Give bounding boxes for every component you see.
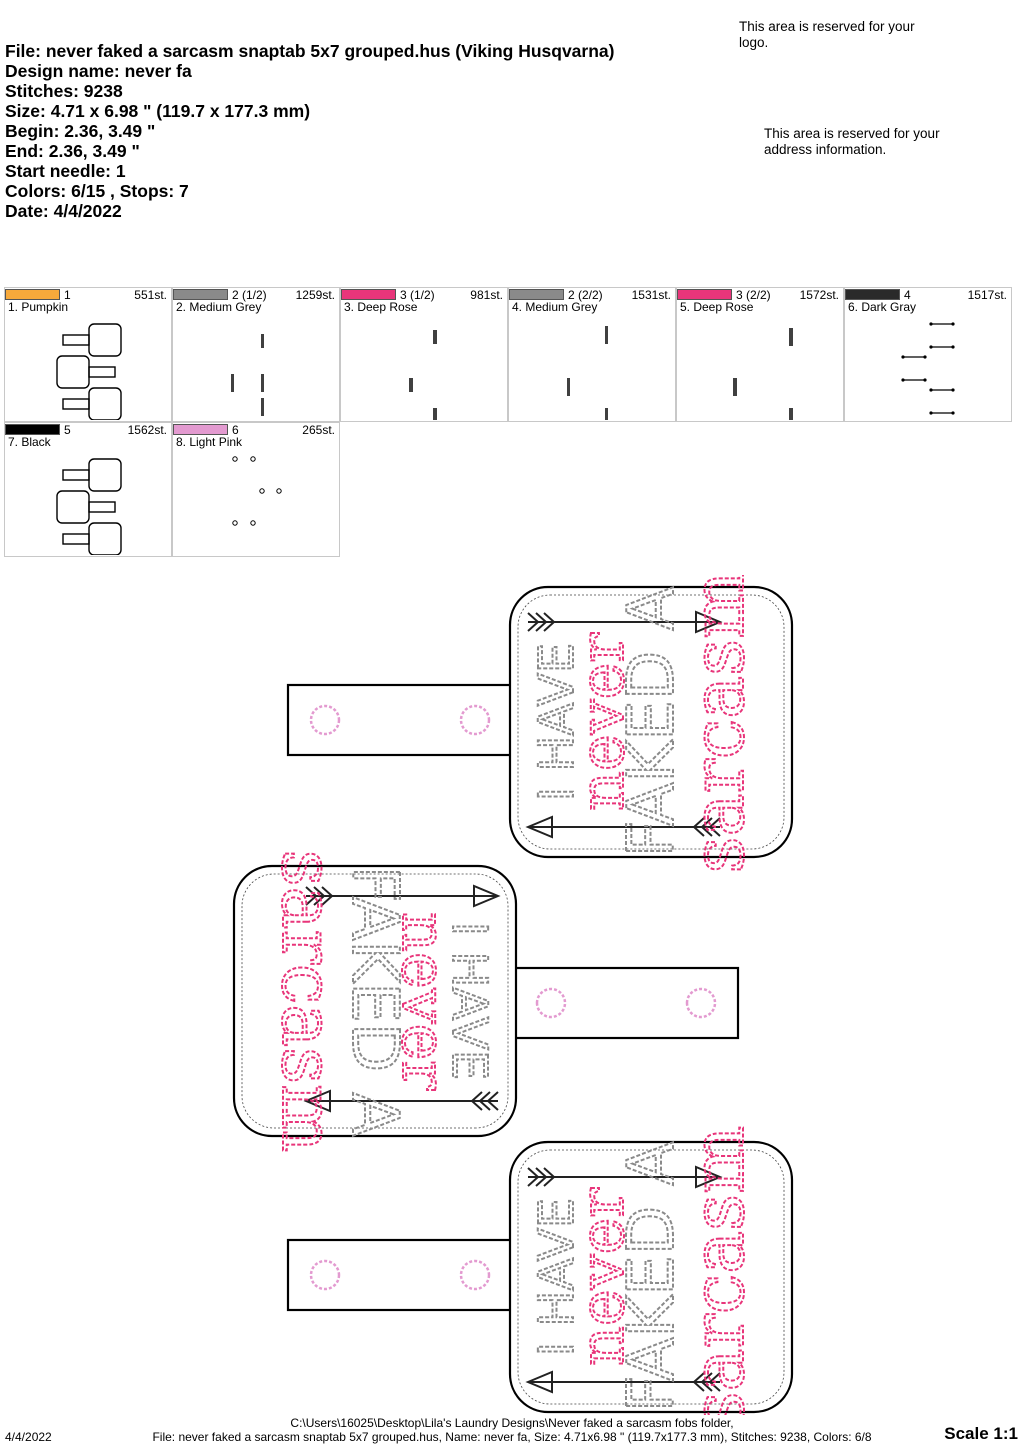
color-stop-name: 5. Deep Rose [680,300,754,314]
color-stop-stitches: 1517st. [967,288,1007,302]
color-stop-name: 3. Deep Rose [344,300,418,314]
design-text-line2: never [388,912,461,1090]
color-stop-name: 4. Medium Grey [512,300,598,314]
color-stop-stitches: 1259st. [295,288,335,302]
color-swatch [5,289,60,300]
color-stop-stitches: 265st. [302,423,335,437]
color-stop-stitches: 1572st. [799,288,839,302]
color-stop-number: 1 [64,288,71,302]
design-text-line1: I HAVE [441,922,497,1080]
snap-circle [685,987,717,1019]
snap-circle [535,987,567,1019]
stitch-count: Stitches: 9238 [5,81,123,101]
color-stop-stitches: 1562st. [127,423,167,437]
color-swatch [845,289,900,300]
address-placeholder: This area is reserved for your address i… [764,126,940,157]
color-stop-name: 8. Light Pink [176,435,243,449]
fob-body [508,1140,794,1414]
begin-point: Begin: 2.36, 3.49 " [5,121,156,141]
file-line: File: never faked a sarcasm snaptab 5x7 … [5,41,615,61]
design-name: Design name: never fa [5,61,192,81]
design-text-line4: sarcasm [676,575,760,873]
snap-circle [309,704,341,736]
snap-circle [459,1259,491,1291]
start-needle: Start needle: 1 [5,161,126,181]
fob-body [508,585,794,859]
color-stop-cell: 2 (2/2) 1531st. 4. Medium Grey [508,287,676,426]
color-stop-thumbnail [341,314,507,422]
design-size: Size: 4.71 x 6.98 " (119.7 x 177.3 mm) [5,101,311,121]
color-stop-name: 1. Pumpkin [8,300,69,314]
color-stop-thumbnail [173,314,339,420]
color-stop-number: 3 (1/2) [400,288,435,302]
footer-path: C:\Users\16025\Desktop\Lila's Laundry De… [290,1416,734,1430]
color-stop-number: 3 (2/2) [736,288,771,302]
color-swatch [5,424,60,435]
design-text-line4: sarcasm [676,1126,760,1415]
design-text-line4: sarcasm [266,850,350,1153]
color-stop-number: 2 (1/2) [232,288,267,302]
color-swatch [173,424,228,435]
design-text-line2: never [565,1188,638,1366]
design-date: Date: 4/4/2022 [5,201,122,221]
color-stop-cell: 6 265st. 8. Light Pink [172,422,340,557]
color-stop-name: 2. Medium Grey [176,300,262,314]
design-text-line1: I HAVE [529,1198,585,1356]
color-stop-cell: 5 1562st. 7. Black [4,422,172,557]
design-text-line2: never [565,633,638,811]
color-stop-cell: 3 (1/2) 981st. 3. Deep Rose [340,287,508,422]
snap-circle [309,1259,341,1291]
design-text-line3: FAKED A [615,587,689,858]
color-stop-number: 4 [904,288,911,302]
color-stop-cell: 3 (2/2) 1572st. 5. Deep Rose [676,287,844,426]
fob-body [232,864,518,1138]
color-stop-thumbnail [509,314,675,426]
design-text-line1: I HAVE [529,643,585,801]
color-stop-cell: 2 (1/2) 1259st. 2. Medium Grey [172,287,340,422]
color-stop-name: 7. Black [8,435,51,449]
color-stop-thumbnail [5,314,171,421]
colors-stops: Colors: 6/15 , Stops: 7 [5,181,189,201]
color-stop-number: 2 (2/2) [568,288,603,302]
color-stop-number: 5 [64,423,71,437]
color-stop-cell: 1 551st. 1. Pumpkin [4,287,172,422]
color-stop-number: 6 [232,423,239,437]
color-swatch [341,289,396,300]
color-stop-name: 6. Dark Gray [848,300,917,314]
logo-placeholder: This area is reserved for your logo. [739,19,915,50]
color-swatch [509,289,564,300]
end-point: End: 2.36, 3.49 " [5,141,140,161]
color-swatch [677,289,732,300]
footer-file-info: File: never faked a sarcasm snaptab 5x7 … [152,1430,872,1444]
color-stop-stitches: 551st. [134,288,167,302]
color-stop-thumbnail [845,314,1011,420]
design-text-line3: FAKED A [337,866,411,1137]
snap-circle [459,704,491,736]
color-stop-thumbnail [677,314,843,426]
footer-scale: Scale 1:1 [944,1424,1018,1443]
color-stop-stitches: 981st. [470,288,503,302]
color-stop-thumbnail [5,449,171,556]
footer-date: 4/4/2022 [5,1430,52,1444]
color-stop-thumbnail [173,449,339,555]
color-swatch [173,289,228,300]
color-stop-cell: 4 1517st. 6. Dark Gray [844,287,1012,422]
design-text-line3: FAKED A [615,1142,689,1413]
design-info: File: never faked a sarcasm snaptab 5x7 … [5,41,614,221]
color-stop-stitches: 1531st. [631,288,671,302]
